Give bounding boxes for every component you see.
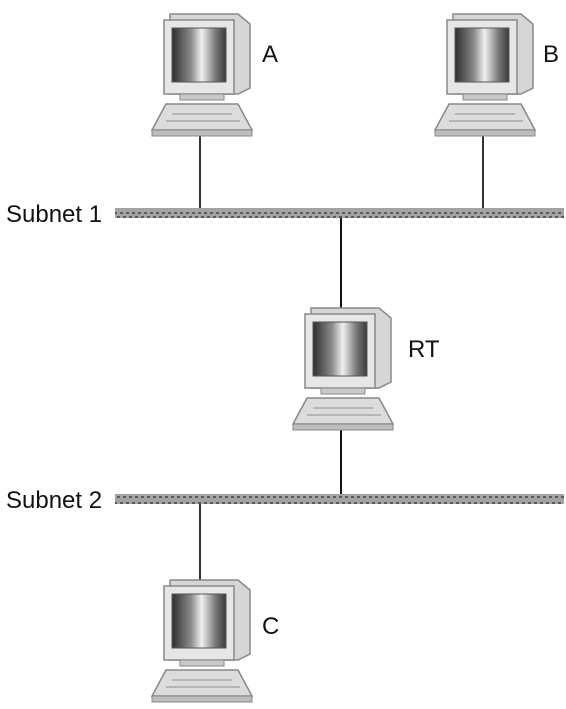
subnet-1-label: Subnet 1 bbox=[6, 201, 102, 228]
computer-c-icon bbox=[151, 579, 253, 703]
subnet-2-bus bbox=[115, 494, 564, 504]
node-label-rt: RT bbox=[408, 336, 440, 363]
computer-a-icon bbox=[151, 13, 253, 137]
subnet-1-bus bbox=[115, 208, 564, 218]
subnet-2-label: Subnet 2 bbox=[6, 487, 102, 514]
computer-b-icon bbox=[434, 13, 536, 137]
node-label-c: C bbox=[262, 613, 279, 640]
router-rt-icon bbox=[292, 307, 394, 431]
node-label-a: A bbox=[262, 41, 278, 68]
node-label-b: B bbox=[543, 41, 559, 68]
